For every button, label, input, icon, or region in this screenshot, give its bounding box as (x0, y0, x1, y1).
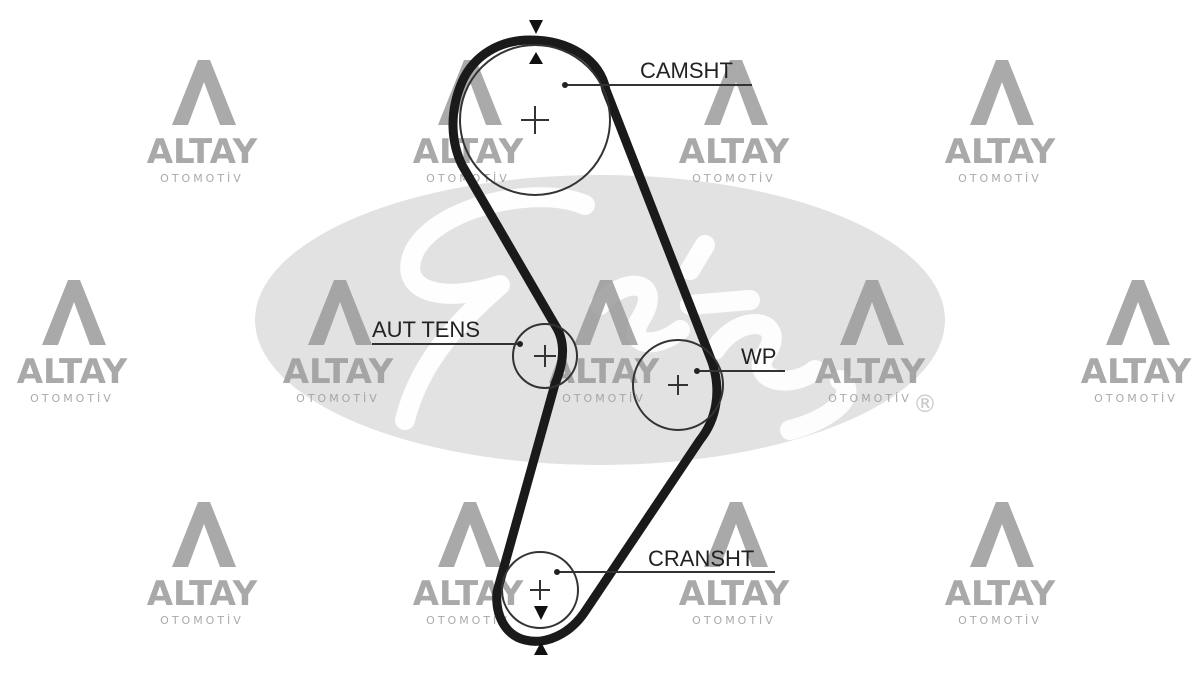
crankshaft-label: CRANSHT (648, 546, 754, 571)
altay-watermark-sub: OTOMOTİV (1094, 392, 1178, 405)
altay-watermark-sub: OTOMOTİV (692, 172, 776, 185)
registered-mark: ® (913, 390, 937, 418)
altay-watermark-sub: OTOMOTİV (160, 614, 244, 627)
altay-watermark-brand: ALTAY (147, 132, 258, 172)
camshaft-label: CAMSHT (640, 58, 733, 83)
altay-logo-mark (172, 502, 236, 567)
altay-watermark-sub: OTOMOTİV (160, 172, 244, 185)
water-pump-label: WP (741, 344, 776, 369)
timing-mark-bottom-outer (534, 642, 548, 655)
tensioner-label: AUT TENS (372, 317, 480, 342)
altay-logo-mark (42, 280, 106, 345)
tensioner-dot (517, 341, 523, 347)
altay-watermark-brand: ALTAY (679, 132, 790, 172)
altay-logo-mark (704, 502, 768, 567)
altay-watermarks: ALTAYOTOMOTİVALTAYOTOMOTİVALTAYOTOMOTİVA… (17, 60, 1192, 627)
timing-mark-bottom-inner (534, 606, 548, 620)
altay-watermark-brand: ALTAY (945, 132, 1056, 172)
altay-logo-mark (574, 280, 638, 345)
altay-logo-mark (970, 60, 1034, 125)
altay-logo-mark (308, 280, 372, 345)
timing-mark-top-outer (529, 20, 543, 34)
camshaft-pulley (459, 44, 611, 196)
altay-watermark-sub: OTOMOTİV (828, 392, 912, 405)
altay-logo-mark (1106, 280, 1170, 345)
water-pump-pulley (632, 339, 724, 431)
altay-logo-mark (438, 502, 502, 567)
water-pump-dot (694, 368, 700, 374)
altay-watermark-brand: ALTAY (815, 352, 926, 392)
altay-watermark-sub: OTOMOTİV (30, 392, 114, 405)
altay-watermark-brand: ALTAY (413, 132, 524, 172)
altay-watermark-brand: ALTAY (1081, 352, 1192, 392)
altay-watermark-brand: ALTAY (945, 574, 1056, 614)
crankshaft-dot (554, 569, 560, 575)
altay-watermark-brand: ALTAY (679, 574, 790, 614)
altay-logo-mark (704, 60, 768, 125)
altay-watermark-brand: ALTAY (17, 352, 128, 392)
tensioner-pulley (512, 323, 578, 389)
altay-logo-mark (970, 502, 1034, 567)
altay-logo-mark (840, 280, 904, 345)
altay-watermark-sub: OTOMOTİV (958, 614, 1042, 627)
altay-logo-mark (172, 60, 236, 125)
altay-watermark-sub: OTOMOTİV (692, 614, 776, 627)
altay-watermark-sub: OTOMOTİV (296, 392, 380, 405)
altay-watermark-sub: OTOMOTİV (426, 614, 510, 627)
altay-watermark-brand: ALTAY (283, 352, 394, 392)
crankshaft-pulley (501, 551, 579, 629)
altay-watermark-brand: ALTAY (147, 574, 258, 614)
altay-watermark-sub: OTOMOTİV (958, 172, 1042, 185)
timing-mark-top-inner (529, 52, 543, 64)
altay-watermark-sub: OTOMOTİV (562, 392, 646, 405)
camshaft-dot (562, 82, 568, 88)
timing-belt (448, 35, 722, 646)
